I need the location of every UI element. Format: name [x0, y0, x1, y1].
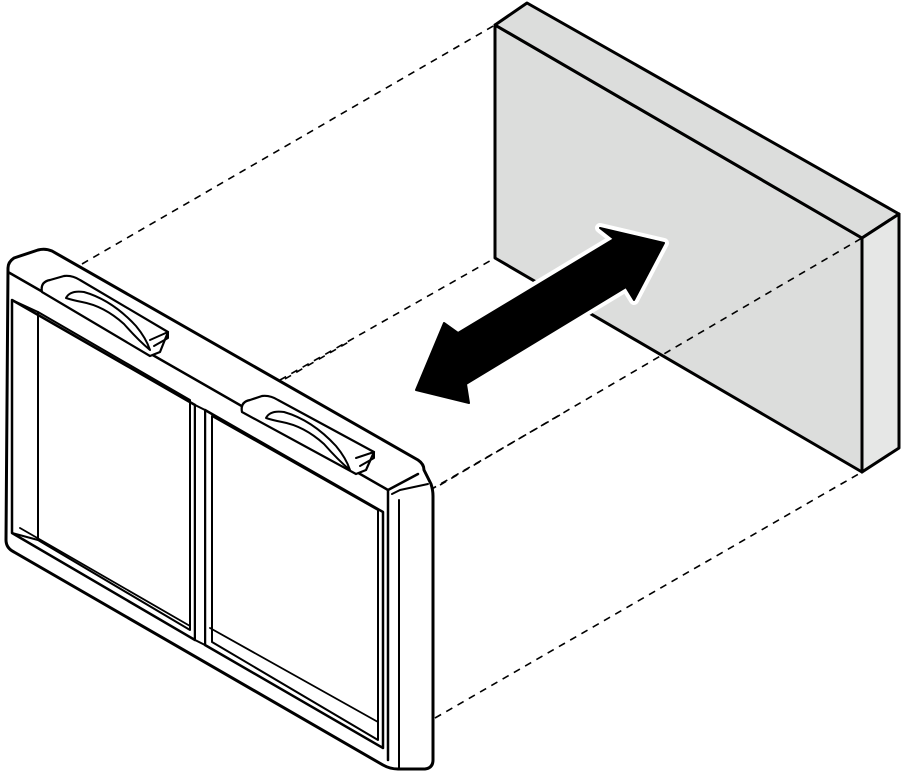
- frame-opening-left: [10, 298, 197, 642]
- block-side-face: [860, 212, 901, 474]
- opening-left-floor: [19, 527, 191, 627]
- opening-left-depth-top: [11, 299, 39, 313]
- guide-line-bottom-right: [434, 471, 863, 719]
- clip-right-spring: [265, 410, 351, 471]
- guide-line-center-left: [239, 339, 353, 406]
- direction-arrow-icon: [411, 223, 669, 408]
- guide-line-mid-left: [279, 257, 496, 381]
- latch-clip-right-icon: [240, 394, 376, 476]
- clip-left-rail: [149, 331, 169, 347]
- arrow-body: [415, 227, 665, 404]
- opening-right-floor: [209, 627, 379, 723]
- guide-line-top-left: [81, 24, 496, 265]
- frame-center-divider: [194, 404, 206, 646]
- opening-left-depth-bottom: [11, 532, 39, 541]
- opening-right-inner: [211, 415, 379, 741]
- component-block: [493, 1, 901, 474]
- opening-left-inner: [37, 311, 191, 631]
- clip-right-rail: [355, 451, 375, 467]
- bracket-frame: [4, 247, 435, 771]
- latch-clip-left-icon: [40, 274, 170, 358]
- clip-left-spring: [65, 290, 151, 351]
- frame-corner-notch: [391, 483, 429, 495]
- guide-line-center-right: [429, 414, 561, 491]
